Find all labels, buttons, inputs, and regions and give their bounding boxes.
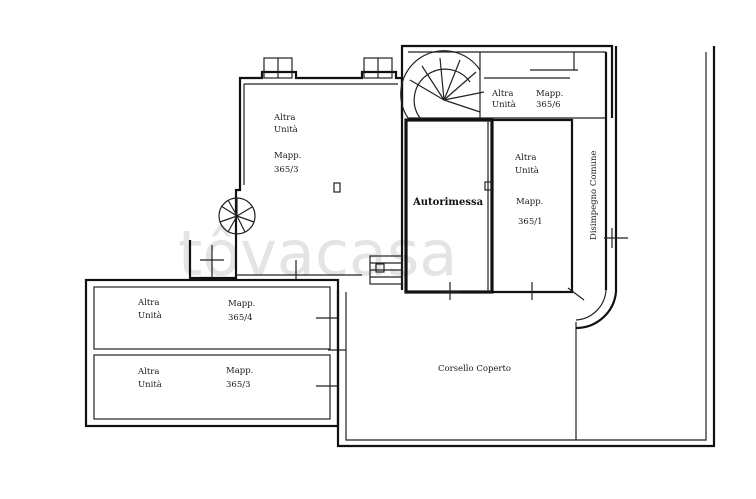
stair-block: [400, 44, 614, 119]
room-right-unit: [492, 118, 585, 301]
corridor-disimpegno: [575, 46, 628, 330]
label-left1-num: 365/4: [228, 313, 253, 323]
covered-lane: [336, 46, 716, 448]
label-left2-num: 365/3: [226, 380, 251, 390]
label-stair-unita: Unità: [492, 99, 516, 110]
label-stair-num: 365/6: [536, 100, 561, 110]
room-left-units: [84, 278, 346, 428]
label-corsello: Corsello Coperto: [438, 364, 511, 374]
label-left1-unita: Unità: [138, 310, 162, 321]
label-left2-mapp: Mapp.: [226, 366, 253, 376]
label-disimpegno: Disimpegno Comune: [589, 150, 599, 240]
label-right-mapp: Mapp.: [516, 197, 543, 207]
label-left2-unita: Unità: [138, 379, 162, 390]
label-right-num: 365/1: [518, 217, 543, 227]
label-garage: Autorimessa: [412, 197, 484, 208]
garage: [404, 118, 494, 300]
label-stair-mapp: Mapp.: [536, 89, 563, 99]
label-upper-num: 365/3: [274, 165, 299, 175]
label-stair-altra: Altra: [491, 89, 513, 99]
label-upper-unita: Unità: [274, 124, 298, 135]
label-right-altra: Altra: [514, 153, 536, 163]
label-upper-mapp: Mapp.: [274, 151, 301, 161]
label-right-unita: Unità: [515, 165, 539, 176]
label-left2-altra: Altra: [137, 367, 159, 377]
spiral-stair-small: [218, 197, 256, 235]
room-upper-left: [188, 57, 404, 290]
label-upper-altra: Altra: [273, 113, 295, 123]
small-stair-steps: [369, 255, 403, 285]
label-left1-altra: Altra: [137, 298, 159, 308]
label-left1-mapp: Mapp.: [228, 299, 255, 309]
